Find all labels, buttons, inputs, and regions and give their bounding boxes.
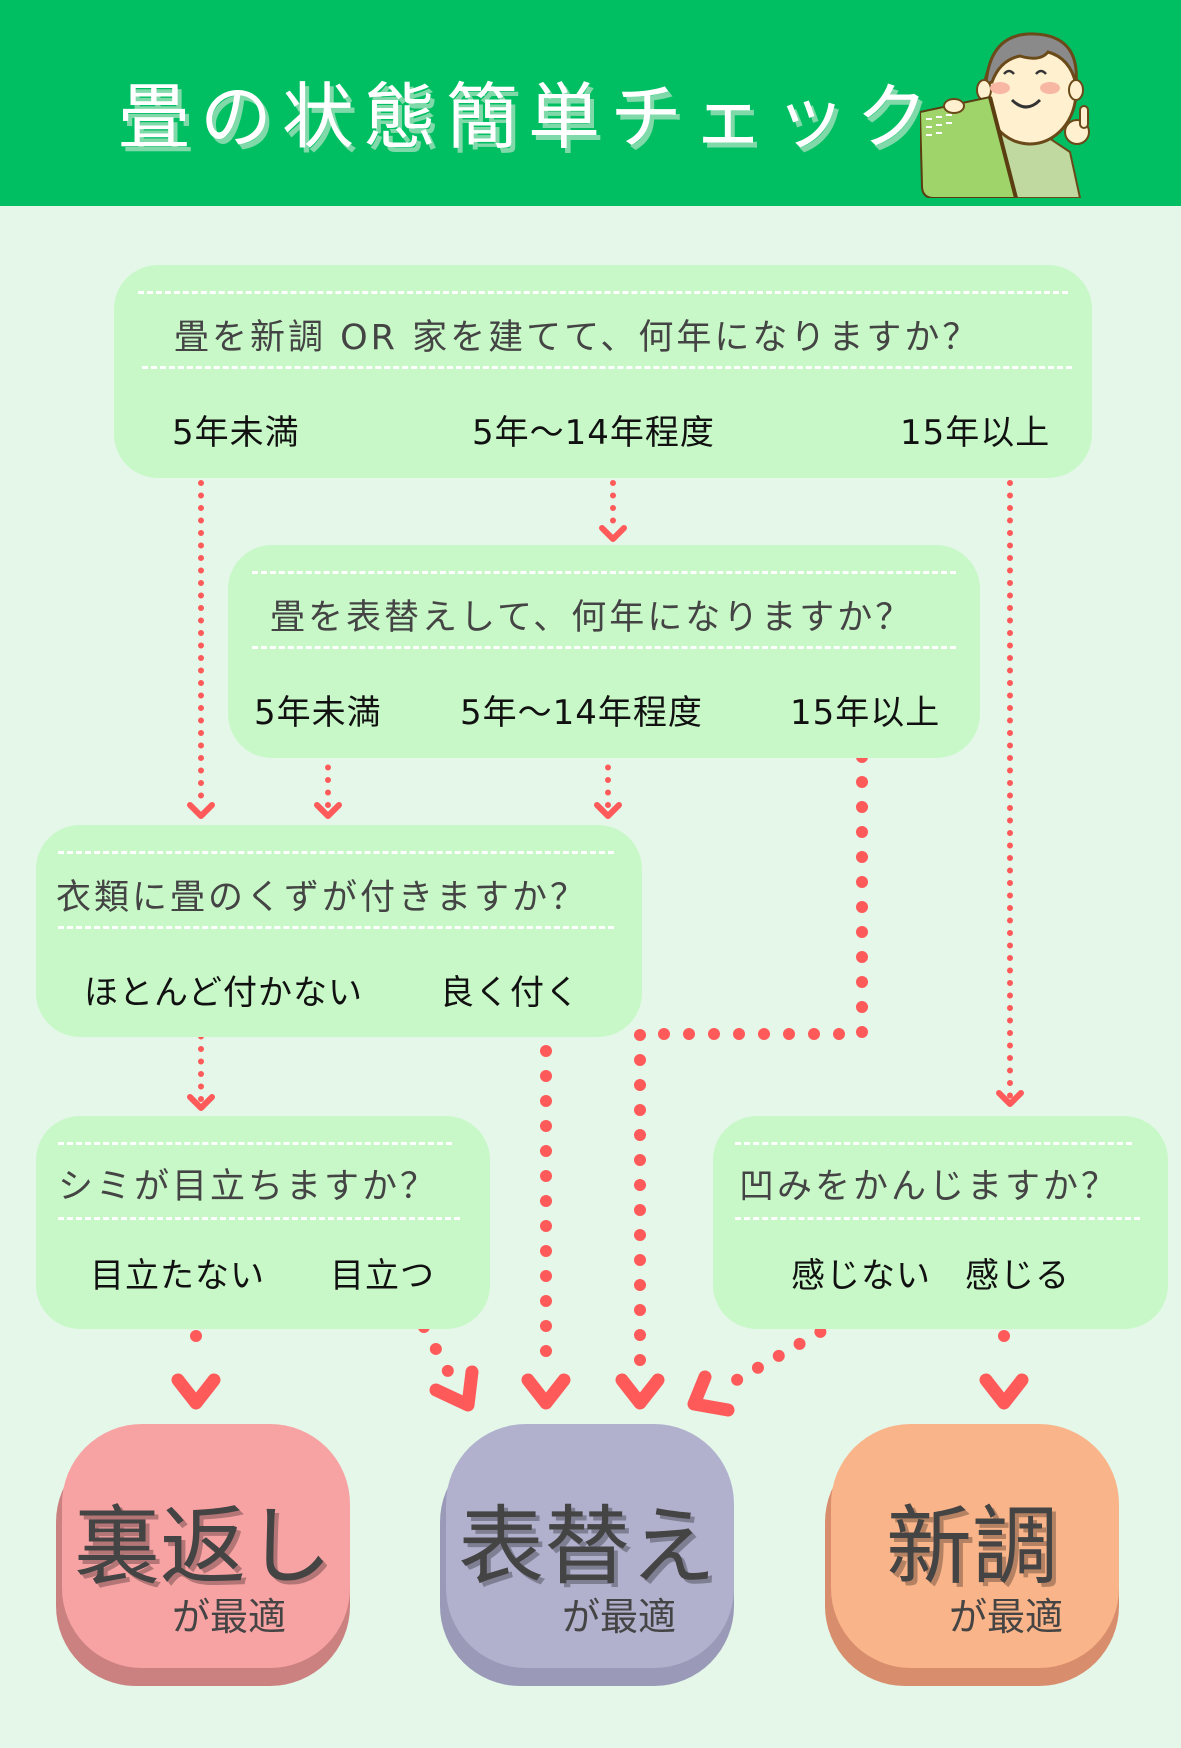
result-label: 新調: [886, 1497, 1058, 1597]
question-box-q5: 凹みをかんじますか？ 感じない 感じる: [713, 1116, 1168, 1329]
option-label: 感じる: [965, 1256, 1070, 1296]
arrowhead-icon: [979, 1373, 1029, 1410]
result-suffix: が最適: [562, 1595, 677, 1639]
option-label: ほとんど付かない: [84, 973, 363, 1013]
result-face: [62, 1424, 350, 1668]
divider: [58, 1217, 460, 1220]
divider: [58, 851, 614, 854]
arrowhead-icon: [599, 525, 627, 542]
craftsman-with-tatami-icon: [920, 32, 1090, 198]
option-label: 目立つ: [330, 1256, 435, 1296]
question-box-q3: 衣類に畳のくずが付きますか？ ほとんど付かない 良く付く: [36, 825, 642, 1037]
divider: [735, 1142, 1132, 1145]
result-suffix: が最適: [949, 1595, 1064, 1639]
option-label: 5年未満: [254, 693, 382, 733]
divider: [58, 926, 614, 929]
result-face: [446, 1424, 734, 1668]
header-banner: 畳の状態簡単チェック: [0, 0, 1181, 206]
option-label: 良く付く: [440, 973, 580, 1013]
option-label: 5年〜14年程度: [472, 413, 715, 453]
option-label: 目立たない: [90, 1256, 265, 1296]
divider: [735, 1217, 1140, 1220]
question-text: 畳を新調 OR 家を建てて、何年になりますか？: [174, 318, 981, 358]
arrowhead-icon: [615, 1373, 665, 1410]
question-text: 畳を表替えして、何年になりますか？: [270, 598, 914, 638]
divider: [58, 1142, 452, 1145]
arrowhead-icon: [171, 1373, 221, 1410]
arrowhead-icon: [187, 802, 215, 819]
divider: [252, 571, 956, 574]
divider: [142, 366, 1072, 369]
option-label: 5年未満: [172, 413, 300, 453]
option-label: 15年以上: [900, 413, 1051, 453]
question-box-q1: 畳を新調 OR 家を建てて、何年になりますか？ 5年未満 5年〜14年程度 15…: [114, 265, 1092, 478]
question-box-q2: 畳を表替えして、何年になりますか？ 5年未満 5年〜14年程度 15年以上: [228, 545, 980, 758]
result-resurface: 表替え が最適: [440, 1424, 734, 1686]
question-text: シミが目立ちますか？: [58, 1167, 439, 1207]
arrowhead-icon: [594, 802, 622, 819]
question-text: 衣類に畳のくずが付きますか？: [56, 878, 589, 918]
option-label: 5年〜14年程度: [460, 693, 703, 733]
result-flip: 裏返し が最適: [56, 1424, 350, 1686]
result-label: 表替え: [458, 1497, 716, 1597]
result-new: 新調 が最適: [825, 1424, 1119, 1686]
page-title: 畳の状態簡単チェック: [118, 75, 939, 159]
divider: [252, 646, 956, 649]
option-label: 15年以上: [790, 693, 941, 733]
arrowhead-icon: [521, 1373, 571, 1410]
arrowhead-icon: [187, 1094, 215, 1111]
arrowhead-icon: [687, 1370, 735, 1417]
option-label: 感じない: [791, 1256, 931, 1296]
question-text: 凹みをかんじますか？: [739, 1167, 1120, 1207]
divider: [138, 291, 1068, 294]
result-suffix: が最適: [172, 1595, 287, 1639]
result-face: [831, 1424, 1119, 1668]
arrowhead-icon: [996, 1090, 1024, 1107]
question-box-q4: シミが目立ちますか？ 目立たない 目立つ: [36, 1116, 490, 1329]
arrowhead-icon: [429, 1365, 479, 1412]
result-label: 裏返し: [74, 1497, 332, 1597]
arrowhead-icon: [314, 802, 342, 819]
